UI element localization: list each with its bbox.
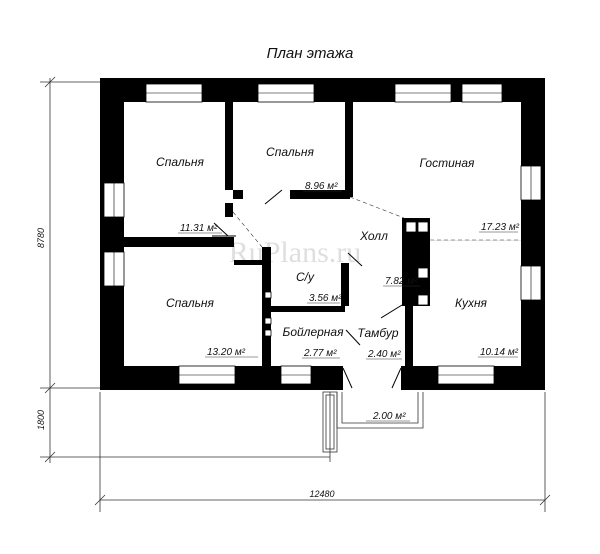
watermark: RuPlans.ru <box>229 236 362 269</box>
room-name: Гостиная <box>420 156 475 170</box>
room-area: 7.82 м² <box>385 276 418 287</box>
room-name: Спальня <box>266 145 314 159</box>
room-labels: Спальня 11.31 м² Спальня 8.96 м² Гостина… <box>156 145 520 360</box>
room-area: 10.14 м² <box>480 347 519 358</box>
outer-walls <box>100 78 545 390</box>
fixtures <box>264 221 429 337</box>
room-area: 11.31 м² <box>180 223 218 234</box>
room-area: 2.77 м² <box>303 348 337 359</box>
plan-title: План этажа <box>267 45 354 62</box>
room-name: С/у <box>296 270 315 284</box>
porch-area-label: 2.00 м² <box>372 411 406 422</box>
dimension-lines <box>40 76 551 512</box>
room-area: 2.40 м² <box>367 349 401 360</box>
porch <box>322 391 424 453</box>
room-name: Спальня <box>156 155 204 169</box>
room-area: 8.96 м² <box>305 181 338 192</box>
room-name: Кухня <box>455 296 488 310</box>
area-underlines <box>178 190 518 360</box>
door-swings <box>212 189 403 389</box>
room-name: Тамбур <box>357 326 398 340</box>
dim-width: 12480 <box>309 489 334 499</box>
zone-lines <box>232 196 521 248</box>
room-name: Спальня <box>166 296 214 310</box>
room-area: 3.56 м² <box>309 293 342 304</box>
windows <box>103 83 542 385</box>
room-area: 17.23 м² <box>481 222 520 233</box>
dim-height: 8780 <box>36 228 46 248</box>
room-name: Холл <box>359 229 388 243</box>
room-area: 13.20 м² <box>207 347 246 358</box>
room-name: Бойлерная <box>283 325 345 339</box>
dim-porch: 1800 <box>36 410 46 430</box>
window-sills <box>113 92 532 376</box>
entrance-opening <box>343 366 401 390</box>
